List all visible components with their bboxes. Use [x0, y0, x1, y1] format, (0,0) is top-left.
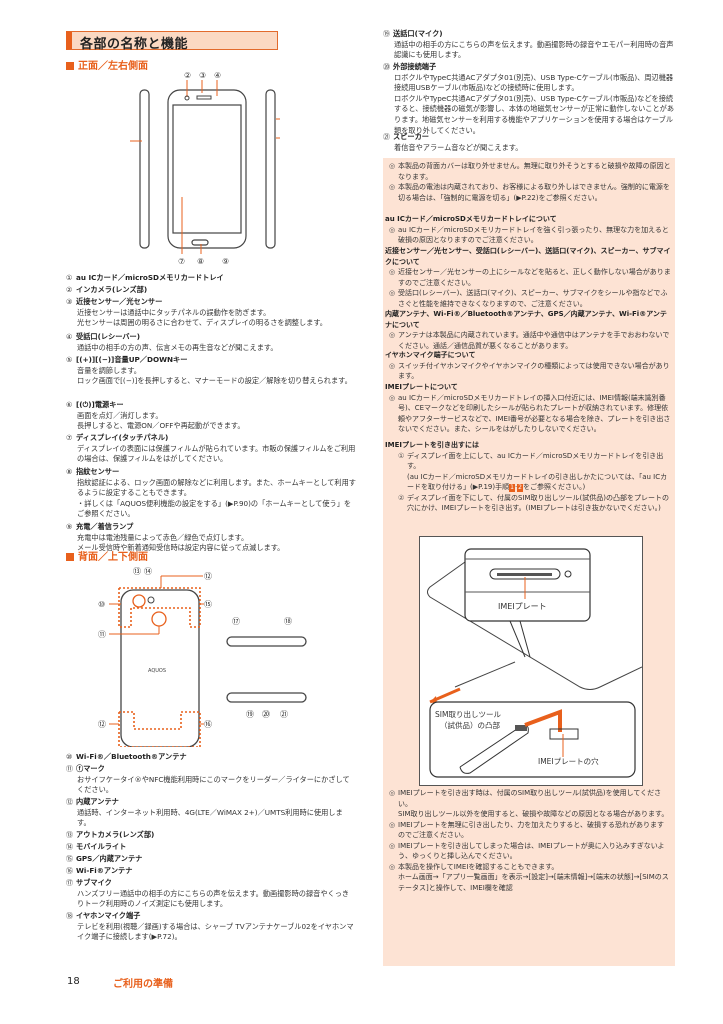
svg-text:SIM取り出しツール: SIM取り出しツール: [435, 709, 501, 719]
svg-text:⑮: ⑮: [204, 600, 212, 609]
imei-plate-figure: IMEIプレート SIM取り出しツール （試供品）の凸部 IMEIプレートの穴: [419, 536, 643, 786]
svg-text:⑧: ⑧: [197, 257, 204, 266]
svg-text:㉑: ㉑: [280, 710, 288, 719]
svg-text:⑯: ⑯: [204, 720, 212, 729]
caution-section-earphone: イヤホンマイク端子について ◎スイッチ付イヤホンマイクやイヤホンマイクの種類によ…: [385, 351, 670, 380]
svg-text:IMEIプレート: IMEIプレート: [498, 602, 547, 611]
caution-general: ◎本製品の背面カバーは取り外せません。無理に取り外そうとすると破損や故障の原因と…: [389, 162, 671, 202]
svg-text:⑰: ⑰: [232, 617, 240, 626]
svg-text:⑫: ⑫: [204, 572, 212, 581]
caution-section-imei: IMEIプレートについて ◎au ICカード／microSDメモリカードトレイの…: [385, 383, 671, 433]
svg-text:⑲: ⑲: [246, 710, 254, 719]
page-number: 18: [67, 976, 80, 987]
step-badge-1: 1: [509, 484, 515, 492]
svg-text:④: ④: [214, 72, 221, 80]
page-title: 各部の名称と機能: [80, 37, 189, 52]
front-item-6: ⑥[(⏻)]電源キー 画面を点灯／消灯します。 長押しすると、電源ON／OFFや…: [66, 400, 245, 431]
caution-section-sensors: 近接センサー／光センサー、受話口(レシーバー)、送話口(マイク)、スピーカー、サ…: [385, 247, 671, 308]
caution-section-card-tray: au ICカード／microSDメモリカードトレイについて ◎au ICカード／…: [385, 215, 669, 244]
svg-text:⑦: ⑦: [178, 257, 185, 266]
svg-text:③: ③: [199, 72, 206, 80]
svg-text:AQUOS: AQUOS: [148, 668, 166, 674]
svg-text:IMEIプレートの穴: IMEIプレートの穴: [538, 756, 599, 766]
svg-text:⑱: ⑱: [284, 617, 292, 626]
svg-text:⑨: ⑨: [222, 257, 229, 266]
section-heading-front: 正面／左右側面: [66, 57, 148, 72]
imei-illustration: IMEIプレート SIM取り出しツール （試供品）の凸部 IMEIプレートの穴: [427, 548, 643, 778]
svg-text:⑪: ⑪: [98, 630, 106, 639]
step-badge-2: 2: [517, 484, 523, 492]
caution-section-antenna: 内蔵アンテナ、Wi-Fi®／Bluetooth®アンテナ、GPS／内蔵アンテナ、…: [385, 310, 670, 350]
svg-text:（試供品）の凸部: （試供品）の凸部: [440, 720, 500, 730]
svg-text:⑫: ⑫: [98, 720, 106, 729]
caution-after-figure: ◎IMEIプレートを引き出す時は、付属のSIM取り出しツール(試供品)を使用して…: [389, 789, 669, 892]
front-item-5: ⑤[(+)][(−)]音量UP／DOWNキー 音量を調節します。 ロック画面で[…: [66, 355, 352, 386]
svg-text:②: ②: [184, 72, 191, 80]
svg-text:⑳: ⑳: [262, 710, 270, 719]
svg-text:⑩: ⑩: [98, 600, 105, 609]
svg-text:⑬: ⑬: [133, 567, 141, 576]
svg-text:⑭: ⑭: [144, 567, 152, 576]
front-side-diagram: ① ② ③ ④ ⑤ ⑥ ⑦ ⑧ ⑨: [130, 72, 280, 266]
chapter-title: ご利用の準備: [113, 979, 173, 990]
page-title-bar: 各部の名称と機能: [66, 31, 278, 52]
section-heading-back: 背面／上下側面: [66, 548, 148, 563]
